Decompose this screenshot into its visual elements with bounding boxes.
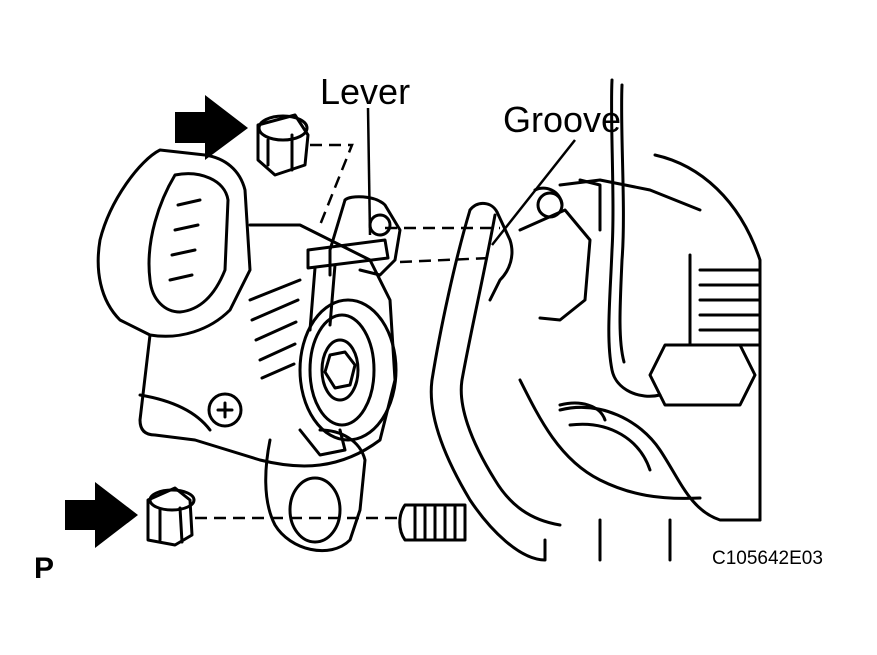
- lever-label: Lever: [320, 71, 410, 112]
- nut-top: [256, 113, 310, 177]
- nut-bottom: [146, 486, 196, 547]
- arrow-top-icon: [175, 95, 248, 160]
- figure-code: C105642E03: [712, 548, 823, 569]
- pedal-bracket: [429, 78, 762, 562]
- arrow-bottom-icon: [65, 482, 138, 548]
- view-letter: P: [34, 552, 54, 585]
- sensor-assembly: [96, 148, 402, 553]
- groove-leader-line: [491, 139, 576, 246]
- groove-label: Groove: [503, 99, 621, 140]
- lever-leader-line: [366, 107, 372, 236]
- alignment-lines: [195, 143, 500, 520]
- stud-bolt: [398, 503, 467, 542]
